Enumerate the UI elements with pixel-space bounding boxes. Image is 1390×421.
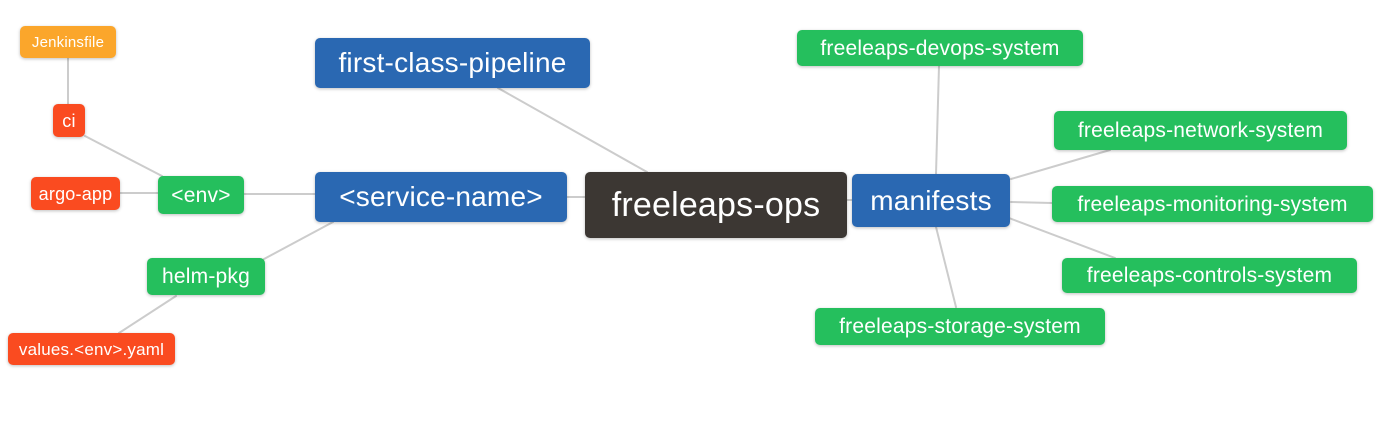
node-ci[interactable]: ci [53, 104, 85, 137]
node-freeleaps-storage-system[interactable]: freeleaps-storage-system [815, 308, 1105, 345]
node-freeleaps-monitoring-system[interactable]: freeleaps-monitoring-system [1052, 186, 1373, 222]
node-manifests[interactable]: manifests [852, 174, 1010, 227]
edge-manifests-monitoring-system [1010, 201, 1053, 204]
node-service-name[interactable]: <service-name> [315, 172, 567, 222]
node-first-class-pipeline[interactable]: first-class-pipeline [315, 38, 590, 88]
edge-helm-pkg-service-name [263, 221, 334, 260]
node-freeleaps-devops-system[interactable]: freeleaps-devops-system [797, 30, 1083, 66]
node-freeleaps-controls-system[interactable]: freeleaps-controls-system [1062, 258, 1357, 293]
edge-ci-env [84, 135, 163, 177]
node-values-env-yaml[interactable]: values.<env>.yaml [8, 333, 175, 365]
edge-pipeline-ops [497, 87, 648, 173]
node-argo-app[interactable]: argo-app [31, 177, 120, 210]
edge-manifests-storage-system [935, 226, 957, 308]
node-freeleaps-ops[interactable]: freeleaps-ops [585, 172, 847, 238]
node-env[interactable]: <env> [158, 176, 244, 214]
edge-values-helm-pkg [118, 295, 177, 334]
edge-manifests-network-system [1010, 149, 1111, 180]
edge-manifests-devops-system [935, 65, 940, 175]
edge-manifests-controls-system [1008, 217, 1116, 259]
node-jenkinsfile[interactable]: Jenkinsfile [20, 26, 116, 58]
node-freeleaps-network-system[interactable]: freeleaps-network-system [1054, 111, 1347, 150]
node-helm-pkg[interactable]: helm-pkg [147, 258, 265, 295]
